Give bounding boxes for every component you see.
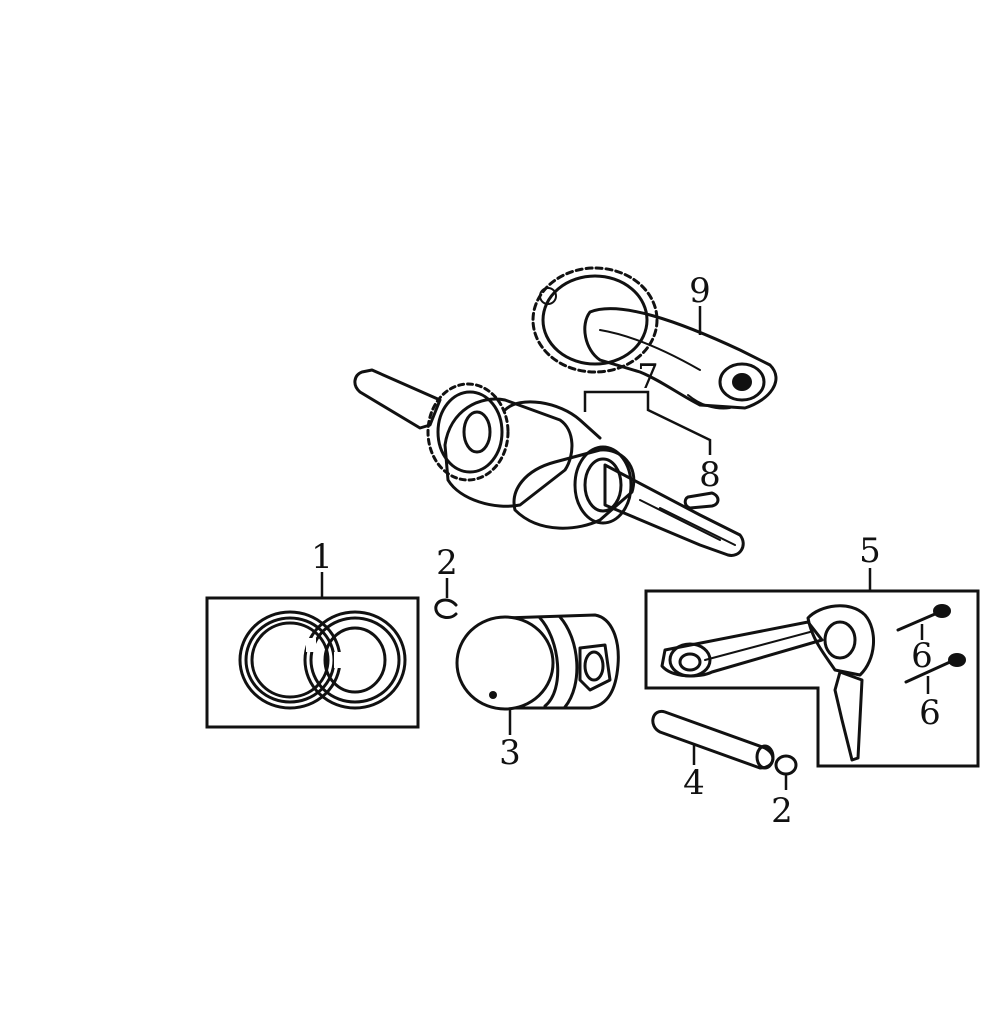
callout-camshaft: 9: [689, 271, 711, 311]
camshaft-shaft: [583, 307, 778, 410]
connecting-rod-big-end: [806, 604, 876, 677]
piston-pin-boss: [578, 643, 612, 692]
crankshaft-journal: [503, 400, 602, 440]
piston-ring-set: [205, 596, 420, 729]
callout-rod-bolt-lower: 6: [919, 693, 941, 733]
rod-bolt-lower: [904, 653, 966, 684]
callout-connecting-rod-set: 5: [859, 531, 881, 571]
crankshaft-gear: [426, 382, 510, 482]
camshaft-gear: [531, 266, 659, 374]
piston-pin-clip-bottom: [774, 754, 798, 776]
piston: [455, 613, 620, 711]
piston-crown: [455, 615, 555, 711]
piston-pin: [651, 709, 775, 770]
connecting-rod-cap: [833, 670, 864, 762]
callout-rod-bolt-upper: 6: [911, 636, 933, 676]
callout-clip-top: 2: [436, 543, 458, 583]
crankshaft-assembly: [353, 368, 745, 557]
connecting-rod-box: [644, 589, 980, 768]
rod-bolt-upper: [896, 604, 951, 632]
crankshaft-right-shaft: [603, 463, 745, 557]
crankshaft-bearing: [573, 445, 633, 525]
camshaft-lobe: [718, 362, 766, 402]
piston-ring-set-box: [205, 596, 420, 729]
leader-crankshaft: [583, 390, 712, 455]
connecting-rod-beam: [660, 620, 824, 678]
connecting-rod-set: [644, 589, 980, 768]
piston-pin-clip-top: [434, 598, 458, 619]
callout-crankshaft-key: 8: [699, 455, 721, 495]
callout-crankshaft: 7: [637, 357, 659, 397]
camshaft-assembly: [531, 266, 778, 410]
callout-piston: 3: [499, 733, 521, 773]
callout-piston-pin: 4: [683, 763, 705, 803]
crankshaft-web-rear: [512, 448, 636, 530]
crankshaft-left-shaft: [353, 368, 442, 430]
crankshaft-key: [683, 491, 720, 510]
crankshaft-web-front: [443, 397, 574, 508]
callout-clip-bottom: 2: [771, 791, 793, 831]
callout-piston-ring-set: 1: [311, 537, 333, 577]
